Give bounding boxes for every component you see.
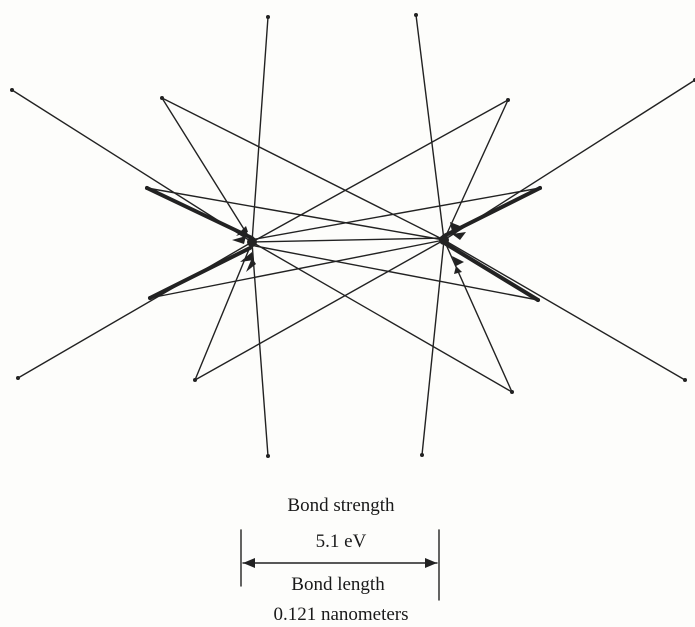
bond-length-value: 0.121 nanometers <box>273 604 408 625</box>
bond-length-title: Bond length <box>291 574 385 595</box>
right-atom-bonds <box>147 15 695 455</box>
bond-strength-title: Bond strength <box>287 495 395 516</box>
arrowhead-left-icon <box>243 558 255 568</box>
endpoint-dots <box>10 13 695 458</box>
molecule-drawing <box>10 13 695 458</box>
bond-strength-value: 5.1 eV <box>316 531 367 552</box>
arrowhead-right-icon <box>425 558 437 568</box>
